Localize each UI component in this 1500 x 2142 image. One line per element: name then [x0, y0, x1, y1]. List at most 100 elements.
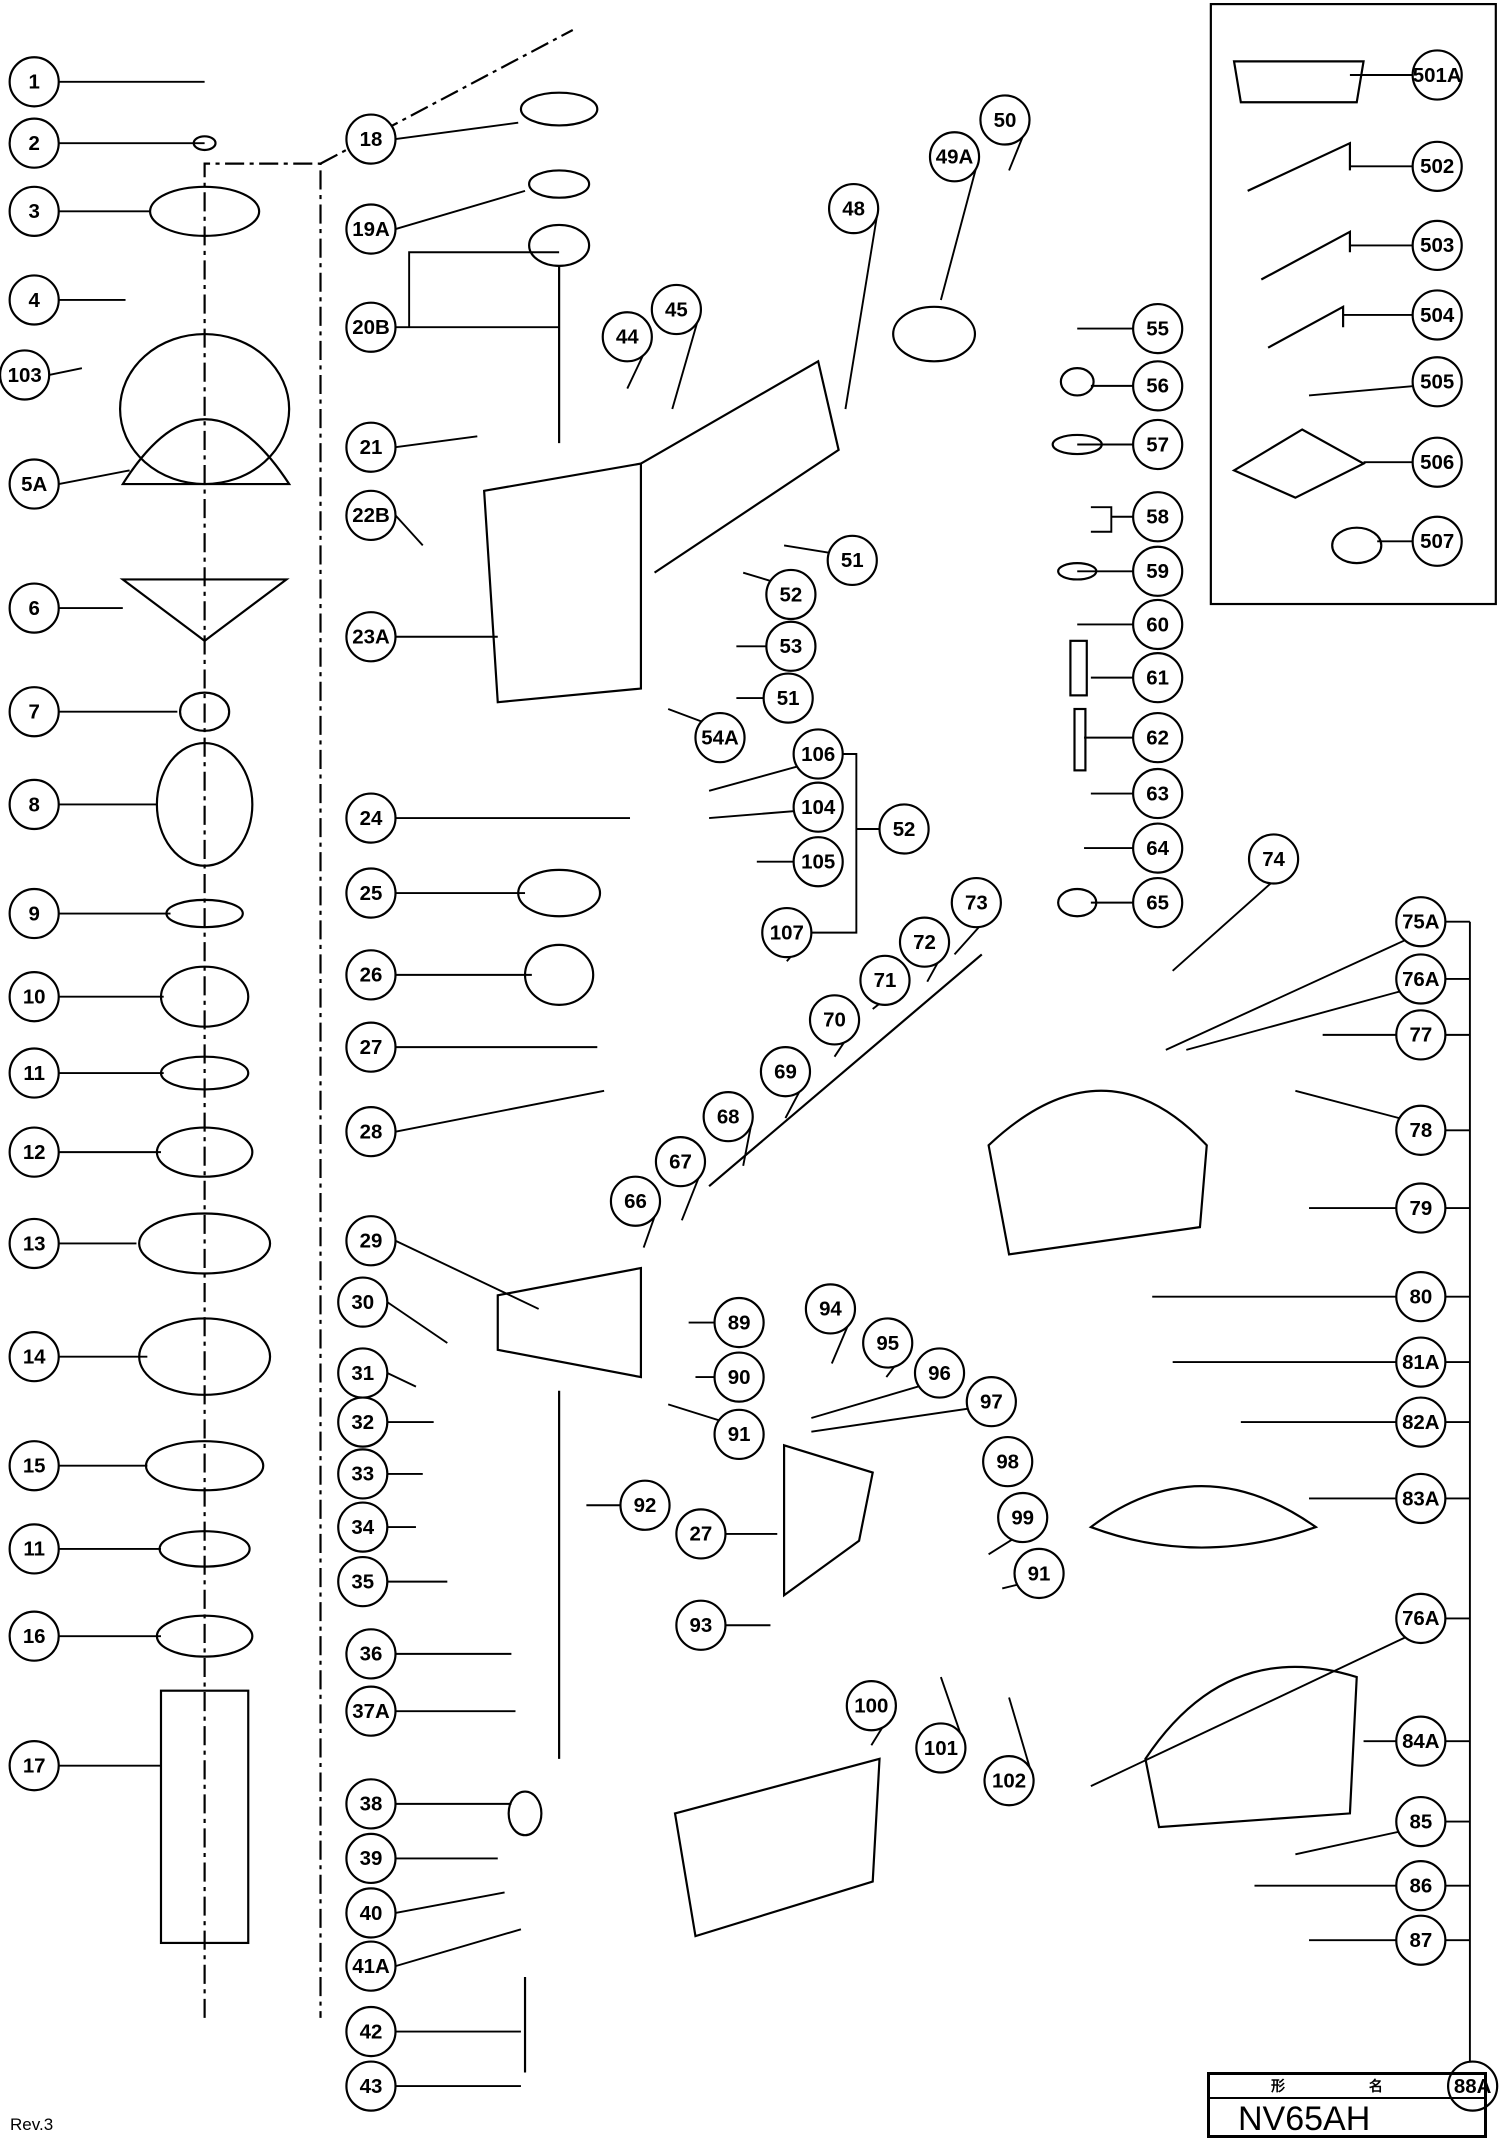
callout-503: 503 [1411, 219, 1463, 272]
part-shape [708, 953, 983, 1188]
callout-circle [1395, 1860, 1447, 1912]
part-number: 34 [351, 1516, 374, 1539]
leader-line [671, 309, 702, 410]
part-shape [1069, 639, 1088, 697]
callout-circle [8, 274, 60, 326]
callout-circle [1395, 1914, 1447, 1966]
callout-92: 92 [619, 1479, 671, 1531]
callout-circle [8, 1331, 60, 1383]
callout-39: 39 [345, 1832, 397, 1885]
callout-circle [898, 916, 951, 968]
part-shape [1144, 1665, 1358, 1829]
part-number: 15 [23, 1455, 46, 1478]
callout-circle [345, 301, 397, 353]
part-number: 73 [965, 891, 988, 914]
leader-line [1090, 1617, 1446, 1787]
callout-72: 72 [898, 916, 951, 968]
part-shape [528, 169, 591, 199]
callout-35: 35 [337, 1555, 389, 1608]
leader-line [48, 367, 83, 376]
callout-79: 79 [1395, 1182, 1447, 1234]
callout-68: 68 [702, 1091, 754, 1143]
part-number: 89 [728, 1311, 751, 1334]
part-number: 102 [992, 1769, 1026, 1792]
part-number: 28 [360, 1120, 383, 1143]
callout-6: 6 [8, 582, 60, 634]
part-number: 51 [841, 549, 864, 572]
callout-circle [8, 458, 60, 510]
callout-94: 94 [804, 1283, 857, 1335]
callout-91: 91 [1013, 1547, 1065, 1600]
callout-circle [792, 781, 844, 833]
part-number: 51 [777, 687, 800, 710]
callout-circle [1132, 598, 1184, 651]
callout-38: 38 [345, 1778, 397, 1830]
part-number: 72 [913, 931, 936, 954]
callout-circle [345, 1832, 397, 1885]
part-number: 35 [351, 1570, 374, 1593]
callout-106: 106 [792, 728, 844, 780]
part-number: 17 [23, 1755, 46, 1778]
callout-circle [601, 311, 653, 363]
callout-32: 32 [337, 1396, 389, 1448]
leader-line [844, 208, 880, 410]
callout-10: 10 [8, 971, 60, 1023]
callout-circle [8, 185, 60, 237]
callout-circle [1395, 1396, 1447, 1448]
part-number: 19A [352, 218, 390, 241]
leader-line [939, 156, 980, 301]
callout-504: 504 [1411, 289, 1463, 341]
leader-line [386, 1301, 448, 1344]
callout-49a: 49A [928, 131, 981, 183]
callout-81a: 81A [1395, 1336, 1447, 1388]
callout-circle [762, 672, 814, 724]
callout-64: 64 [1132, 822, 1184, 874]
callout-502: 502 [1411, 140, 1463, 192]
callout-circle [827, 182, 880, 235]
callout-circle [337, 1276, 389, 1328]
part-number: 10 [23, 986, 46, 1009]
callout-circle [983, 1755, 1035, 1807]
part-number: 100 [854, 1695, 888, 1718]
callout-circle [1395, 1472, 1447, 1525]
part-number: 503 [1420, 234, 1454, 257]
callout-19a: 19A [345, 203, 397, 255]
part-number: 80 [1409, 1285, 1432, 1308]
callout-circle [675, 1508, 727, 1560]
part-number: 65 [1146, 891, 1169, 914]
part-number: 25 [360, 882, 383, 905]
part-drawings [118, 2, 1497, 2073]
callout-41a: 41A [345, 1940, 397, 1992]
leader-line [395, 1891, 505, 1914]
part-number: 76A [1402, 1607, 1440, 1630]
part-shape [1088, 1485, 1319, 1549]
callout-2: 2 [8, 117, 60, 169]
callout-circle [765, 620, 817, 672]
callout-circle [878, 803, 930, 855]
callout-91: 91 [713, 1408, 765, 1460]
callout-9: 9 [8, 887, 60, 940]
callout-86: 86 [1395, 1860, 1447, 1912]
callout-circle [8, 1440, 60, 1492]
part-number: 11 [23, 1062, 45, 1085]
part-shape [782, 1443, 874, 1598]
part-number: 40 [360, 1902, 383, 1925]
callout-89: 89 [713, 1296, 765, 1349]
callout-75a: 75A [1395, 896, 1447, 948]
part-number: 32 [351, 1411, 374, 1434]
callout-circle [8, 778, 60, 831]
leader-line [395, 1089, 605, 1133]
callout-circle [345, 949, 397, 1001]
part-number: 56 [1146, 375, 1169, 398]
group-bracket-58 [1090, 506, 1113, 533]
part-shape [159, 1689, 250, 1945]
callout-14: 14 [8, 1331, 60, 1383]
callout-circle [619, 1479, 671, 1531]
callout-105: 105 [792, 836, 844, 888]
callout-circle [345, 1940, 397, 1992]
part-number: 24 [360, 807, 383, 830]
part-number: 104 [801, 796, 836, 819]
callout-7: 7 [8, 686, 60, 738]
callout-13: 13 [8, 1217, 60, 1270]
callout-73: 73 [950, 876, 1002, 929]
